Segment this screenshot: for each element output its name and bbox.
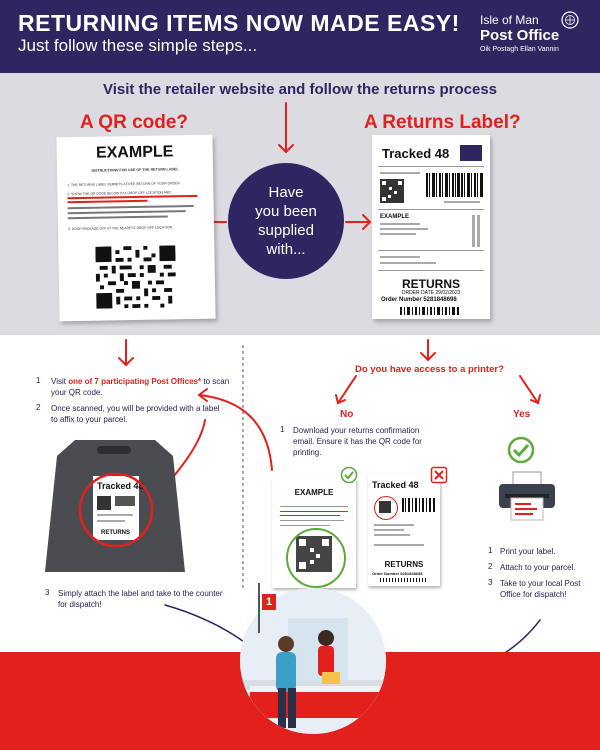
printer-question: Do you have access to a printer?	[355, 364, 504, 375]
mini-barcode-icon	[402, 498, 435, 512]
cross-icon	[430, 466, 448, 484]
counter-number-sign: 1	[262, 594, 276, 610]
no-step-1: Download your returns confirmation email…	[293, 426, 422, 457]
qr-step-2-num: 2	[36, 403, 41, 412]
qr-step-3-num: 3	[45, 588, 50, 597]
mini-tracked-text: Tracked 48	[372, 480, 419, 490]
check-icon	[340, 466, 358, 484]
header-bar	[0, 0, 600, 73]
mini-returns-text: RETURNS	[384, 560, 424, 569]
question-line-1: Have	[268, 184, 304, 201]
mini-tracked-label: Tracked 48 RETURNS Order Number 52818486…	[368, 474, 440, 586]
qr-step-3: Simply attach the label and take to the …	[58, 589, 223, 609]
qr-code-heading: A QR code?	[80, 112, 189, 133]
crest-icon	[561, 11, 579, 29]
tracked-service-text: Tracked 48	[382, 146, 450, 161]
tracked-returns-label: Tracked 48 EXAMPLE RETURNS ORDER DATE 29…	[372, 135, 490, 319]
bottom-barcode-icon	[400, 307, 459, 315]
qr-step-2: Once scanned, you will be provided with …	[51, 404, 220, 424]
yes-step-2-num: 2	[488, 562, 493, 571]
bag-label-service: Tracked 48	[97, 481, 144, 491]
yes-option: Yes	[513, 409, 531, 420]
logo-text-line3: Oik Postagh Ellan Vannin	[480, 46, 559, 53]
qr-example-document: EXAMPLE INSTRUCTIONS FOR USE OF THE RETU…	[56, 134, 216, 322]
logo-text-line1: Isle of Man	[480, 13, 539, 27]
label-returns-text: RETURNS	[401, 277, 460, 291]
label-example-text: EXAMPLE	[380, 214, 410, 220]
bag-label-returns: RETURNS	[101, 530, 130, 536]
qr-code-icon	[95, 245, 177, 309]
yes-step-2: Attach to your parcel.	[500, 563, 576, 572]
barcode-icon	[426, 173, 483, 197]
label-order-date: ORDER DATE 29/02/2023	[401, 290, 461, 296]
visit-retailer-text: Visit the retailer website and follow th…	[103, 81, 497, 98]
question-line-4: with...	[266, 241, 306, 258]
page-title: RETURNING ITEMS NOW MADE EASY!	[18, 10, 460, 36]
participating-offices-link: one of 7 participating Post Offices*	[68, 377, 202, 386]
sign-pole	[258, 583, 260, 633]
yes-step-3: Take to your local Post Office for dispa…	[500, 579, 581, 599]
post-office-counter-illustration	[240, 588, 386, 734]
small-qr-icon	[380, 179, 404, 203]
parcel-bag: Tracked 48 RETURNS	[45, 440, 185, 572]
yes-step-1-num: 1	[488, 546, 493, 555]
question-text: Have you been supplied with...	[228, 183, 344, 259]
no-option: No	[340, 409, 354, 420]
question-line-3: supplied	[258, 222, 314, 239]
royal-mail-logo	[460, 145, 482, 161]
mini-example-document: EXAMPLE	[272, 478, 356, 588]
question-circle	[228, 163, 344, 279]
label-order-number: Order Number 5281848698	[381, 297, 457, 303]
mini-example-title: EXAMPLE	[294, 488, 334, 497]
no-step-1-num: 1	[280, 425, 285, 434]
page-subtitle: Just follow these simple steps...	[18, 36, 258, 55]
yes-step-1: Print your label.	[500, 547, 556, 556]
printer-check-icon	[507, 436, 535, 464]
qr-step-1-num: 1	[36, 376, 41, 385]
printer-illustration	[499, 436, 555, 521]
yes-step-3-num: 3	[488, 578, 493, 587]
returns-label-heading: A Returns Label?	[364, 112, 521, 133]
mini-order-number: Order Number 5281848698	[372, 571, 423, 576]
qr-step-1: Visit one of 7 participating Post Office…	[51, 377, 230, 397]
logo-text-line2: Post Office	[480, 27, 560, 44]
question-line-2: you been	[255, 203, 317, 220]
